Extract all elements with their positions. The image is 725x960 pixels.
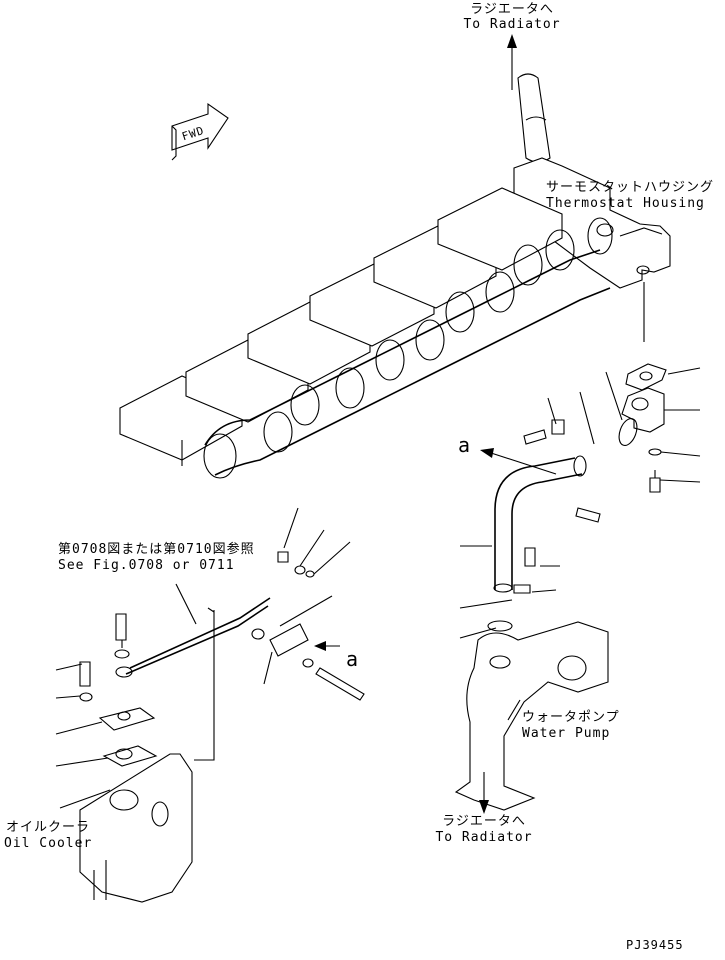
left-small-parts — [79, 613, 158, 767]
o-ring — [618, 418, 638, 446]
oil-cooler-label-jp: オイルクーラ — [6, 820, 91, 835]
callout-a-upper-arrow — [480, 448, 557, 475]
oil-cooler-body — [79, 753, 193, 903]
clamp-assembly — [251, 551, 365, 701]
leader-lines — [55, 282, 701, 809]
fwd-arrow-icon — [171, 102, 229, 161]
callout-a-upper: a — [458, 433, 472, 457]
water-pump-label-jp: ウォータポンプ — [522, 710, 620, 725]
radiator-inlet-arrow — [479, 772, 489, 814]
thermostat-label-en: Thermostat Housing — [546, 196, 705, 211]
radiator-bottom-label-jp: ラジエータへ — [442, 814, 526, 829]
radiator-top-label-jp: ラジエータへ — [470, 2, 554, 17]
washer-bolt-right — [648, 448, 662, 493]
pipe-bolts — [513, 419, 601, 594]
see-fig-label-jp: 第0708図または第0710図参照 — [58, 542, 255, 557]
oil-cooler-label-en: Oil Cooler — [4, 836, 93, 851]
callout-a-lower-arrow — [314, 641, 340, 651]
water-pipe — [493, 455, 587, 593]
oil-cooler-tube — [115, 597, 271, 678]
see-fig-leader — [175, 583, 197, 625]
callout-a-lower: a — [346, 647, 360, 671]
radiator-outlet-arrow — [507, 34, 517, 90]
oil-bracket — [194, 607, 215, 761]
drawing-id: PJ39455 — [626, 938, 684, 952]
see-fig-label-en: See Fig.0708 or 0711 — [58, 558, 235, 573]
radiator-top-label-en: To Radiator — [463, 17, 561, 32]
water-pump-body — [454, 620, 609, 811]
thermostat-label-jp: サーモスタットハウジング — [546, 180, 715, 195]
water-pump-label-en: Water Pump — [522, 726, 611, 741]
cylinder-head-blocks — [119, 187, 563, 466]
thermostat-gasket — [625, 363, 667, 391]
outlet-elbow — [621, 387, 665, 433]
radiator-bottom-label-en: To Radiator — [435, 830, 533, 845]
upper-hose — [517, 73, 551, 163]
water-manifold — [203, 217, 613, 479]
